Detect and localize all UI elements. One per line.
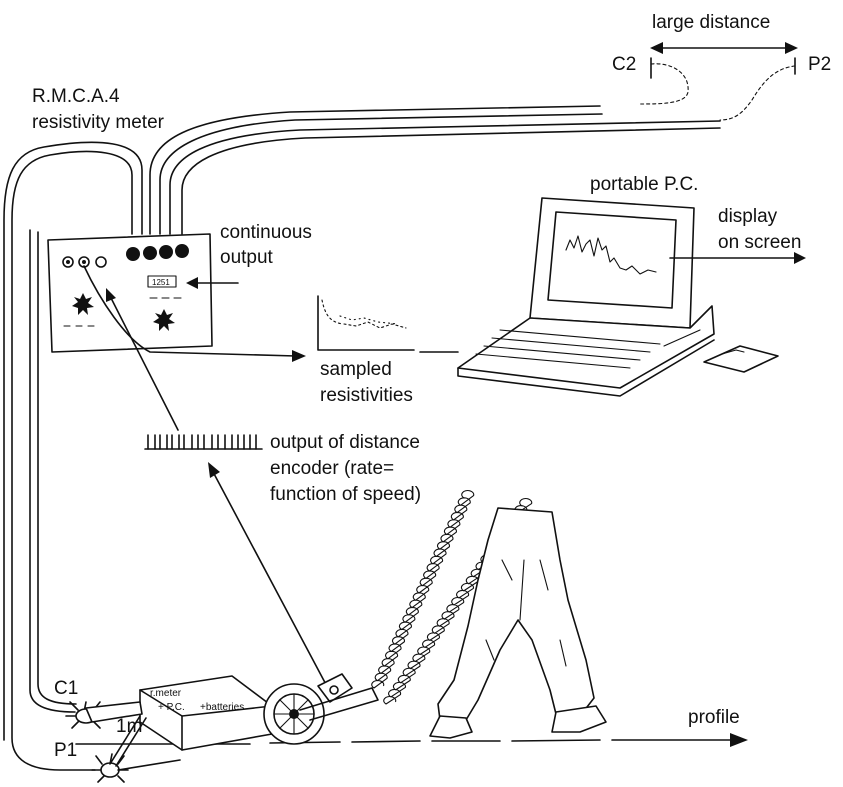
encoder-label-line1: output of distance xyxy=(270,432,420,453)
encoder-pulse-train xyxy=(145,435,262,449)
meter-terminal xyxy=(126,247,140,261)
meter-terminal xyxy=(143,246,157,260)
sampled-label-line2: resistivities xyxy=(320,385,413,406)
display-label-line1: display xyxy=(718,206,778,227)
c2-electrode xyxy=(640,58,688,104)
encoder-label-line2: encoder (rate= xyxy=(270,458,394,479)
meter-terminal xyxy=(159,245,173,259)
c1-label: C1 xyxy=(54,678,78,699)
meter-socket xyxy=(96,257,106,267)
instrument-cart: r.meter + P.C. +batteries xyxy=(140,674,378,750)
coiled-cable-upper xyxy=(372,491,474,688)
box-label-line1: r.meter xyxy=(150,688,182,699)
continuous-label-line2: output xyxy=(220,247,274,268)
p2-electrode xyxy=(720,58,795,120)
operator-figure xyxy=(430,508,606,738)
meter-readout: 1251 xyxy=(152,278,170,287)
p1-label: P1 xyxy=(54,740,77,761)
meter-terminal xyxy=(175,244,189,258)
p2-label: P2 xyxy=(808,54,831,75)
large-distance-arrow xyxy=(650,42,798,54)
sampled-label-line1: sampled xyxy=(320,359,392,380)
floppy-disk xyxy=(704,346,778,372)
continuous-label-line1: continuous xyxy=(220,222,312,243)
meter-title-line2: resistivity meter xyxy=(32,112,165,133)
portable-pc xyxy=(458,198,714,396)
box-label-line3: +batteries xyxy=(200,702,244,713)
portable-pc-label: portable P.C. xyxy=(590,174,698,195)
encoder-label-line3: function of speed) xyxy=(270,484,421,505)
c2-label: C2 xyxy=(612,54,636,75)
box-label-line2: + P.C. xyxy=(158,702,185,713)
cart-wheel xyxy=(264,684,324,744)
profile-label: profile xyxy=(688,707,740,728)
meter-title-line1: R.M.C.A.4 xyxy=(32,86,120,107)
display-label-line2: on screen xyxy=(718,232,801,253)
sampled-resistivities-plot xyxy=(318,296,414,350)
cable-to-c1-p1 xyxy=(4,142,142,770)
large-distance-label: large distance xyxy=(652,12,770,33)
